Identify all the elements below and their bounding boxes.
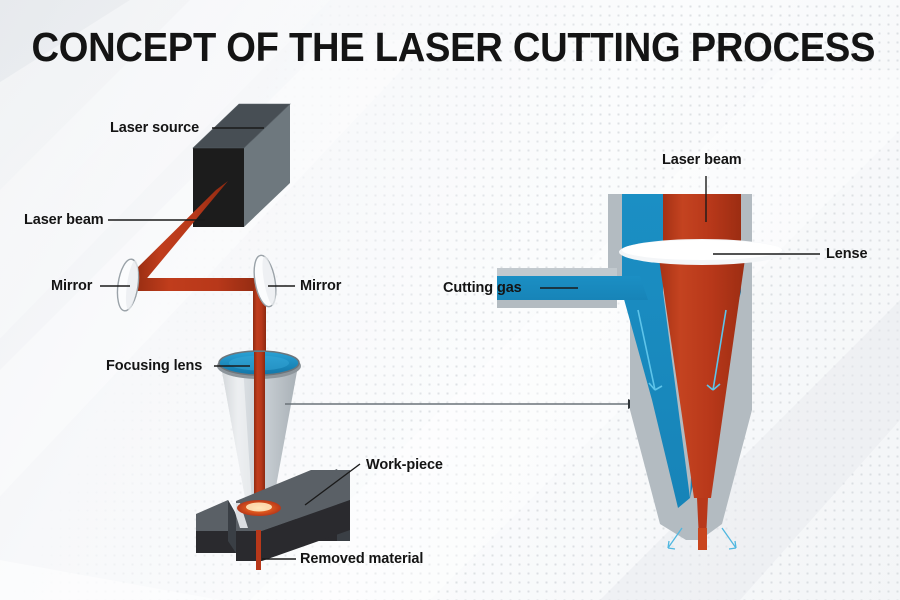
lens-element bbox=[619, 239, 785, 265]
nozzle-exhaust-arrows bbox=[667, 527, 737, 550]
mirror-right-glass bbox=[253, 254, 277, 308]
label-cutting-gas: Cutting gas bbox=[443, 280, 522, 296]
nozzle-tip bbox=[660, 518, 744, 540]
label-mirror-left: Mirror bbox=[51, 278, 93, 294]
beam-segment-horizontal bbox=[128, 278, 265, 291]
label-lense: Lense bbox=[826, 246, 868, 262]
label-mirror-right: Mirror bbox=[300, 278, 342, 294]
work-piece-slabs bbox=[196, 469, 350, 561]
beam-segment-diagonal bbox=[131, 181, 228, 283]
laser-source-box bbox=[192, 103, 291, 227]
leader-lines bbox=[100, 127, 820, 560]
cut-point-glow bbox=[237, 500, 281, 516]
label-work-piece: Work-piece bbox=[366, 457, 443, 473]
label-removed-material: Removed material bbox=[300, 551, 424, 567]
label-focusing-lens: Focusing lens bbox=[106, 358, 203, 374]
beam-segment-vertical bbox=[253, 285, 266, 365]
label-laser-source: Laser source bbox=[110, 120, 200, 136]
beam-through-cone bbox=[254, 352, 265, 507]
label-laser-beam: Laser beam bbox=[24, 212, 104, 228]
page-title: CONCEPT OF THE LASER CUTTING PROCESS bbox=[31, 24, 876, 70]
removed-material-beam bbox=[256, 530, 261, 570]
label-laser-beam-nozzle: Laser beam bbox=[662, 152, 742, 168]
gas-flow-arrows bbox=[637, 309, 727, 391]
mirror-left-glass bbox=[116, 258, 140, 312]
leader-work-piece bbox=[304, 463, 361, 506]
